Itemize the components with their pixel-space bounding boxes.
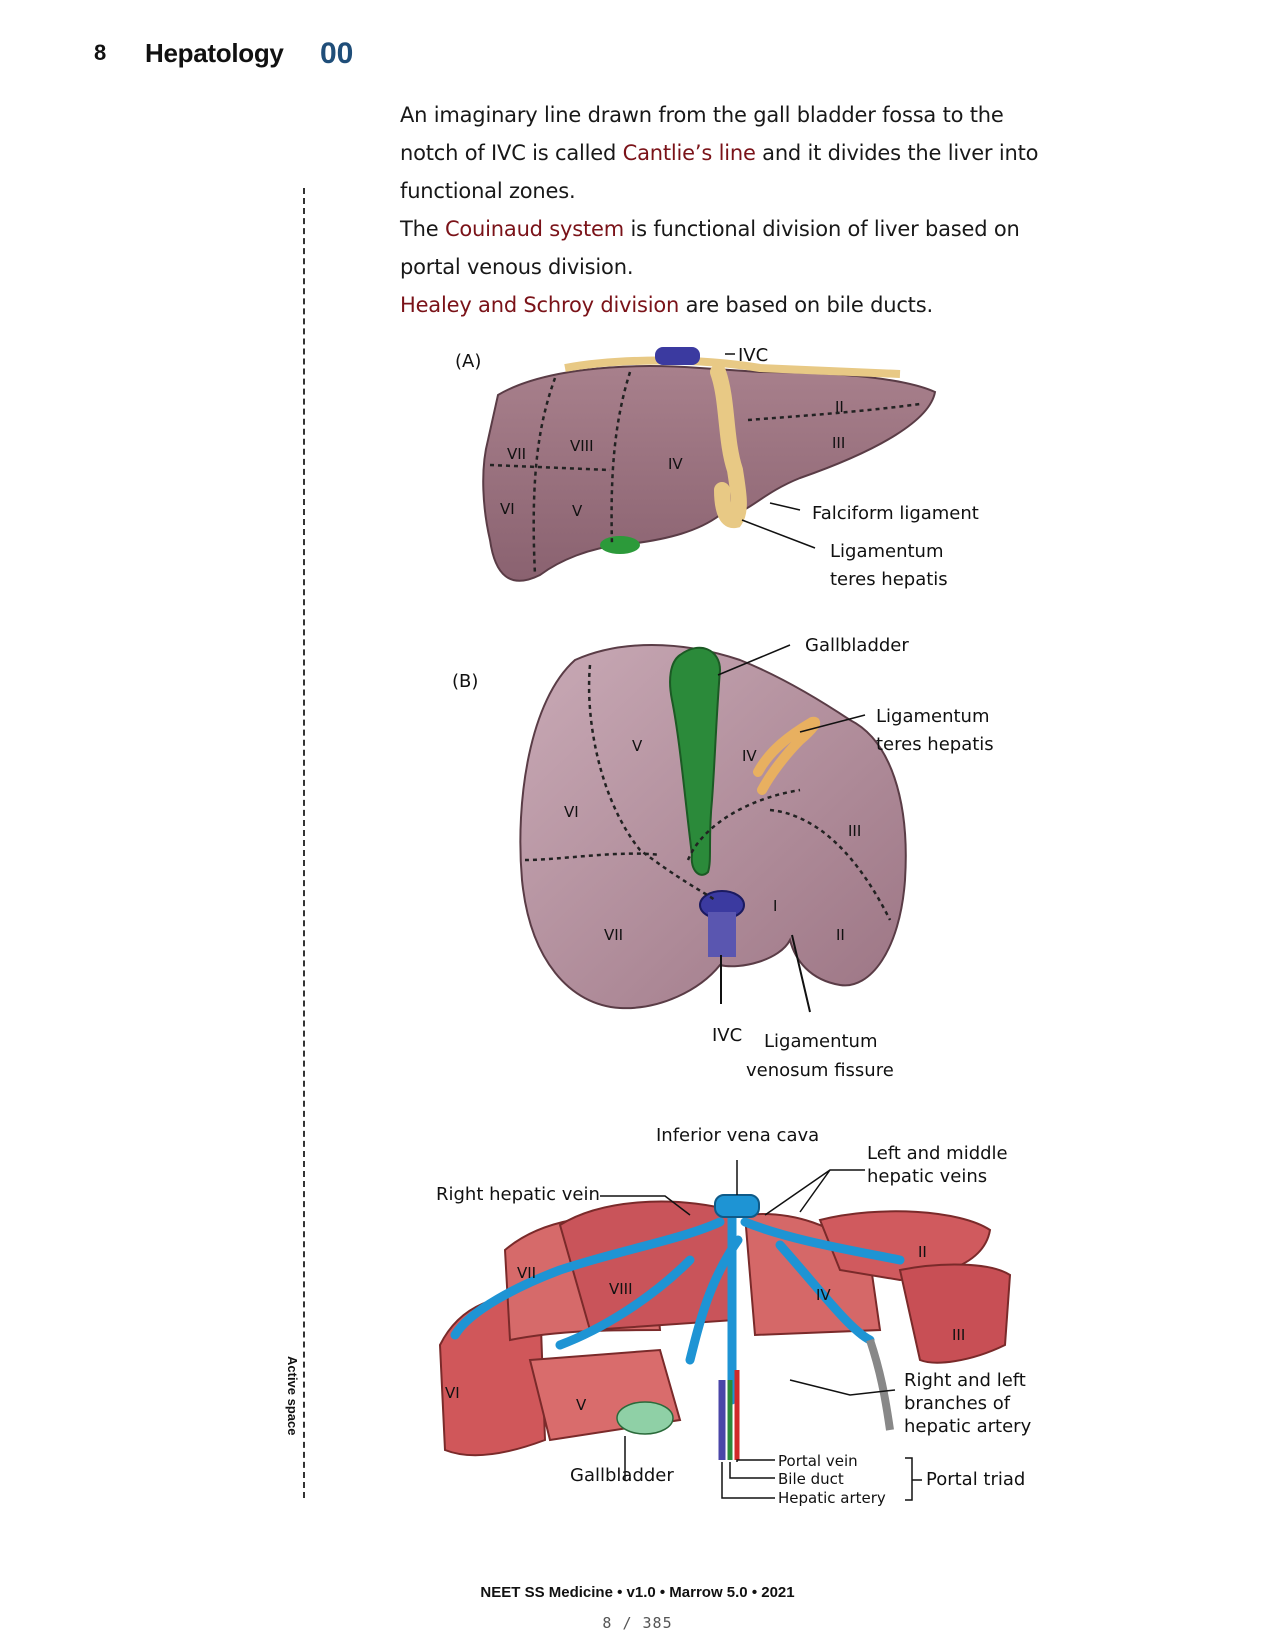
fig-c-portal-vein-label: Portal vein	[778, 1452, 858, 1470]
paragraph-cantlie: An imaginary line drawn from the gall bl…	[400, 103, 1039, 203]
fig-b-teres-label-2: teres hepatis	[876, 734, 994, 755]
paragraph-couinaud: The Couinaud system is functional divisi…	[400, 217, 1020, 279]
fig-a-ivc-label: IVC	[738, 345, 769, 366]
fig-a-falciform-label: Falciform ligament	[812, 503, 979, 524]
fig-c-portal-triad-label: Portal triad	[926, 1469, 1026, 1490]
fig-a-seg-vii: VII	[507, 445, 527, 463]
fig-c-seg-v: V	[576, 1396, 587, 1414]
fig-b-gallbladder-label: Gallbladder	[805, 635, 909, 656]
fig-a-seg-iii: III	[832, 434, 846, 452]
fig-b-ivc-label: IVC	[712, 1025, 743, 1046]
fig-c-branches-label-2: branches of	[904, 1393, 1011, 1414]
fig-a-tag: (A)	[455, 351, 482, 372]
fig-b-seg-iv: IV	[742, 747, 757, 765]
fig-c-seg-vi: VI	[445, 1384, 460, 1402]
fig-c-lm-label-2: hepatic veins	[867, 1166, 988, 1187]
paragraph-healey: Healey and Schroy division are based on …	[400, 293, 933, 317]
fig-c-seg-iii: III	[952, 1326, 966, 1344]
page-number: 8	[94, 40, 107, 65]
segment-iii-c	[898, 1263, 1012, 1364]
ivc-c-shape	[714, 1194, 760, 1218]
page-indicator: 8 / 385	[602, 1614, 673, 1632]
chapter-title: Hepatology	[145, 38, 284, 68]
fig-b-seg-v: V	[632, 737, 643, 755]
fig-c-hepatic-artery-label: Hepatic artery	[778, 1489, 886, 1507]
fig-c-branches-label-1: Right and left	[904, 1370, 1026, 1391]
fig-b-seg-ii: II	[836, 926, 845, 944]
margin-divider	[303, 188, 305, 1498]
fig-c-seg-iv: IV	[816, 1286, 831, 1304]
fig-b-venosum-label-1: Ligamentum	[764, 1031, 878, 1052]
fig-b-seg-i: I	[773, 897, 778, 915]
footer-text: NEET SS Medicine • v1.0 • Marrow 5.0 • 2…	[480, 1584, 795, 1601]
gallbladder-b	[669, 646, 722, 876]
fig-b-teres-label-1: Ligamentum	[876, 706, 990, 727]
fig-c-branches-label-3: hepatic artery	[904, 1416, 1032, 1437]
fig-b-seg-vi: VI	[564, 803, 579, 821]
fig-a-teres-label-2: teres hepatis	[830, 569, 948, 590]
fig-c-ivc-label: Inferior vena cava	[656, 1125, 820, 1146]
fig-b-seg-iii: III	[848, 822, 862, 840]
fig-a-seg-viii: VIII	[570, 437, 594, 455]
fig-c-gallbladder-label: Gallbladder	[570, 1465, 674, 1486]
fig-a-seg-v: V	[572, 502, 583, 520]
ivc-a-shape	[655, 347, 700, 365]
fig-c-seg-viii: VIII	[609, 1280, 633, 1298]
fig-a-seg-ii: II	[835, 398, 844, 416]
fig-b-venosum-label-2: venosum fissure	[746, 1060, 894, 1081]
fig-c-bile-duct-label: Bile duct	[778, 1470, 844, 1488]
term-couinaud: Couinaud system	[444, 217, 625, 241]
fig-b-seg-vii: VII	[604, 926, 624, 944]
fig-b-tag: (B)	[452, 671, 479, 692]
fig-c-seg-ii: II	[918, 1243, 927, 1261]
fig-a-seg-vi: VI	[500, 500, 515, 518]
hepatic-veins-c	[450, 1205, 905, 1405]
fig-c-seg-vii: VII	[517, 1264, 537, 1282]
fig-c-lm-label-1: Left and middle	[867, 1143, 1008, 1164]
body-text: An imaginary line drawn from the gall bl…	[400, 96, 1050, 324]
term-healey: Healey and Schroy division	[400, 293, 680, 317]
fig-a-seg-iv: IV	[668, 455, 683, 473]
chapter-code: 00	[320, 37, 354, 70]
fig-c-rhv-label: Right hepatic vein	[436, 1184, 600, 1205]
term-cantlie: Cantlie’s line	[622, 141, 756, 165]
fig-a-teres-label-1: Ligamentum	[830, 541, 944, 562]
